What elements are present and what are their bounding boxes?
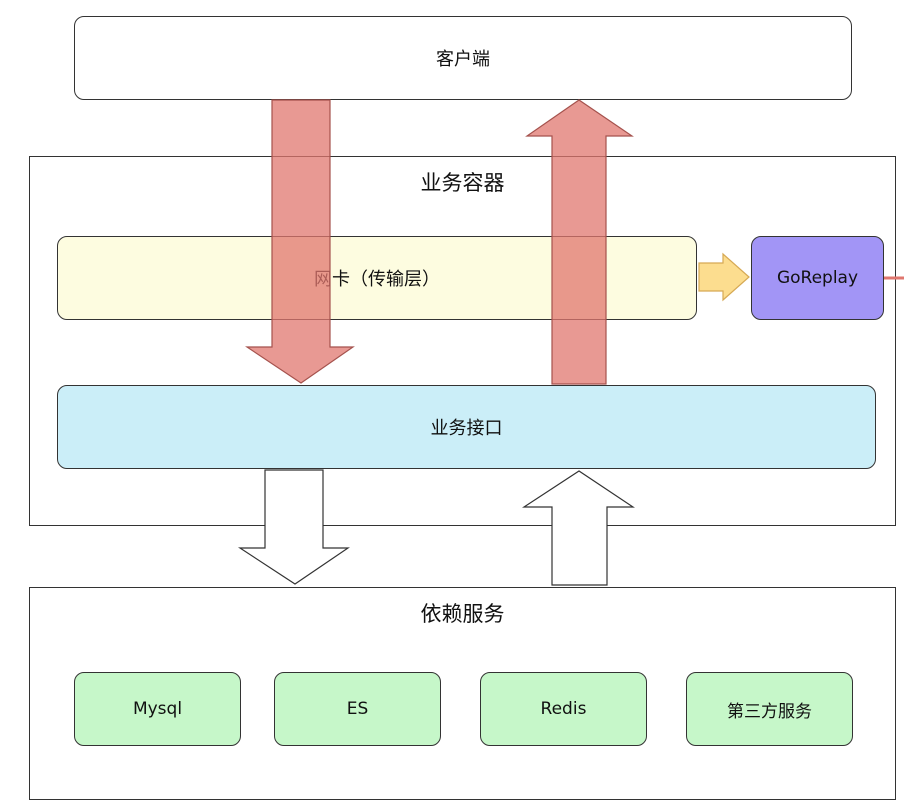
goreplay-label: GoReplay: [776, 268, 859, 288]
dependency-redis: Redis: [480, 672, 647, 746]
business-api-label: 业务接口: [430, 418, 503, 439]
dependency-mysql: Mysql: [74, 672, 241, 746]
dependency-third-party: 第三方服务: [686, 672, 853, 746]
business-container: 业务容器: [29, 156, 896, 526]
client-box: 客户端: [74, 16, 852, 100]
dependency-label: Mysql: [132, 699, 183, 719]
business-api-box: 业务接口: [57, 385, 876, 469]
client-label: 客户端: [436, 49, 490, 70]
nic-box: 网卡（传输层）: [57, 236, 697, 320]
dependency-es: ES: [274, 672, 441, 746]
dependency-label: 第三方服务: [727, 701, 812, 722]
business-container-title: 业务容器: [420, 171, 505, 195]
nic-label: 网卡（传输层）: [314, 269, 440, 290]
goreplay-box: GoReplay: [751, 236, 884, 320]
dependencies-title: 依赖服务: [420, 602, 505, 626]
dependency-label: ES: [346, 699, 369, 719]
dependency-label: Redis: [540, 699, 587, 719]
